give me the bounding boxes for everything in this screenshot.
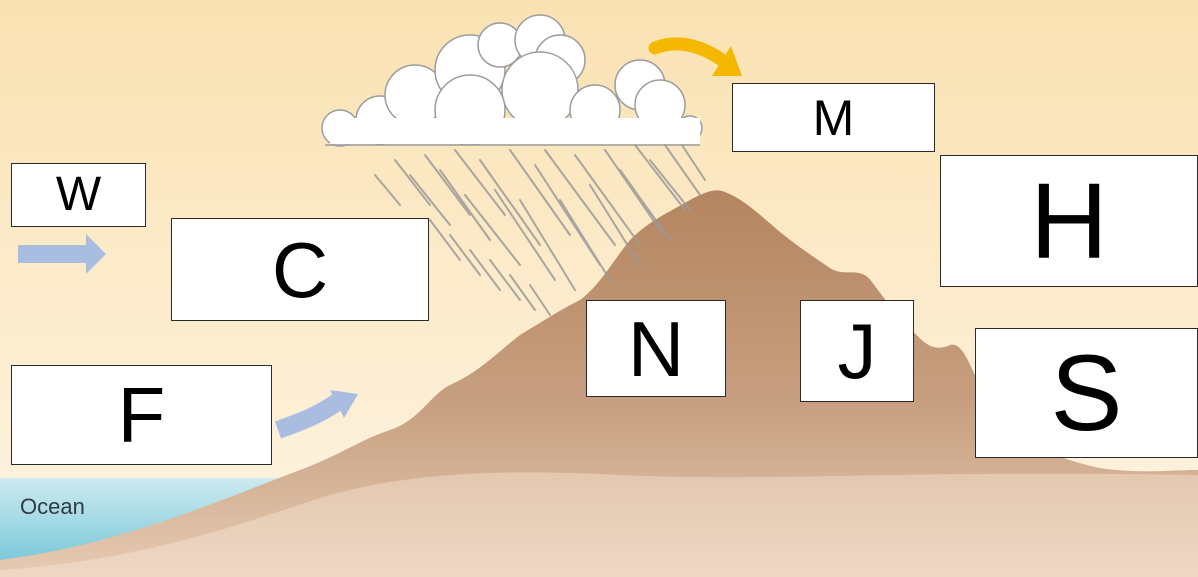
rising-air-arrow-icon	[274, 390, 358, 439]
label-w[interactable]: W	[11, 163, 146, 227]
label-f-text: F	[117, 371, 166, 459]
label-h[interactable]: H	[940, 155, 1198, 287]
label-s-text: S	[1050, 332, 1123, 453]
label-j-text: J	[837, 307, 877, 395]
label-m[interactable]: M	[732, 83, 935, 152]
label-n[interactable]: N	[586, 300, 726, 397]
wind-arrow-icon	[18, 234, 106, 274]
rain-icon	[374, 144, 706, 316]
label-s[interactable]: S	[975, 328, 1198, 458]
label-c[interactable]: C	[171, 218, 429, 321]
cloud-base	[330, 118, 700, 144]
label-w-text: W	[55, 168, 102, 221]
label-c-text: C	[271, 225, 329, 314]
label-j[interactable]: J	[800, 300, 914, 402]
label-m-text: M	[812, 89, 855, 146]
warm-air-arrow-icon	[648, 37, 742, 76]
land	[0, 472, 1198, 577]
label-n-text: N	[627, 304, 685, 393]
ocean-label: Ocean	[20, 494, 85, 519]
label-f[interactable]: F	[11, 365, 272, 465]
label-h-text: H	[1030, 160, 1108, 281]
